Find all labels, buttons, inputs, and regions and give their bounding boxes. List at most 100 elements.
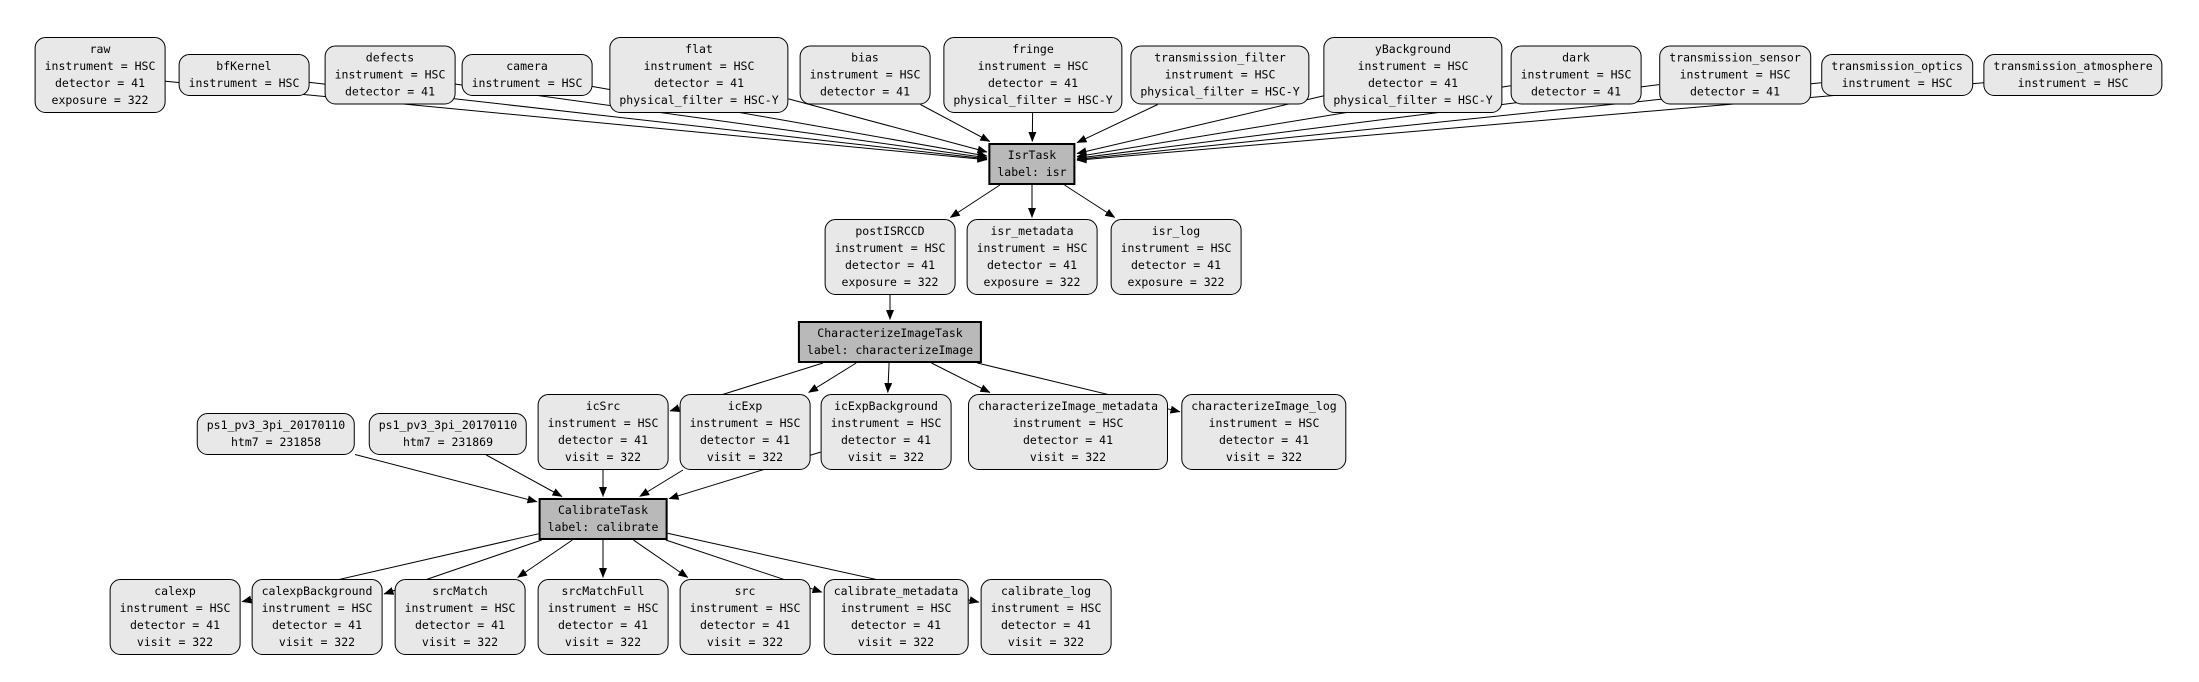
node-attribute: visit = 322 (136, 635, 214, 649)
node-attribute: detector = 41 (850, 618, 941, 632)
node-attribute: detector = 41 (1689, 84, 1780, 99)
node-attribute: instrument = HSC (471, 76, 583, 90)
node-title: transmission_filter (1154, 50, 1286, 65)
node-attribute: instrument = HSC (689, 416, 801, 430)
node-attribute: detector = 41 (1130, 258, 1221, 272)
node-title: characterizeImage_log (1191, 399, 1337, 413)
node-title: fringe (1012, 42, 1054, 56)
edge-characterizeImage-to-icExpBackground (884, 362, 893, 393)
node-title: bias (851, 50, 879, 65)
node-attribute: physical_filter = HSC-Y (953, 93, 1113, 107)
node-attribute: instrument = HSC (1208, 416, 1320, 430)
node-attribute: instrument = HSC (1679, 67, 1791, 82)
node-title: dark (1562, 50, 1590, 65)
edge-calibrate-to-src (633, 539, 689, 578)
node-attribute: detector = 41 (54, 76, 145, 90)
dataset-node-transmission_filter: transmission_filter instrument = HSC physi… (1130, 45, 1310, 105)
node-title: calexp (154, 584, 196, 598)
node-attribute: visit = 322 (1225, 450, 1303, 464)
node-title: ps1_pv3_3pi_20170110 (206, 418, 346, 432)
node-title: isr_metadata (990, 224, 1074, 238)
node-attribute: detector = 41 (557, 433, 648, 447)
node-title: calexpBackground (261, 584, 373, 598)
node-title: characterizeImage_metadata (977, 399, 1159, 413)
node-attribute: physical_filter = HSC-Y (1140, 84, 1300, 99)
node-attribute: detector = 41 (129, 618, 220, 632)
edge-isr-to-postISRCCD (949, 184, 1001, 218)
node-attribute: instrument = HSC (834, 241, 946, 255)
node-attribute: instrument = HSC (990, 601, 1102, 615)
node-attribute: visit = 322 (847, 450, 925, 464)
node-title: srcMatchFull (561, 584, 645, 598)
node-attribute: exposure = 322 (1127, 275, 1225, 289)
node-attribute: instrument = HSC (44, 59, 156, 73)
node-attribute: physical_filter = HSC-Y (619, 93, 779, 107)
node-attribute: visit = 322 (1029, 450, 1107, 464)
node-attribute: detector = 41 (1218, 433, 1309, 447)
node-attribute: instrument = HSC (261, 601, 373, 615)
node-attribute: htm7 = 231869 (402, 435, 494, 449)
edge-isr-to-isr_log (1064, 184, 1116, 218)
node-attribute: detector = 41 (1530, 84, 1621, 99)
node-attribute: visit = 322 (706, 450, 784, 464)
node-attribute: instrument = HSC (547, 601, 659, 615)
node-attribute: instrument = HSC (1012, 416, 1124, 430)
node-attribute: detector = 41 (557, 618, 648, 632)
node-title: transmission_optics (1831, 59, 1963, 73)
node-attribute: instrument = HSC (334, 67, 446, 82)
node-attribute: detector = 41 (271, 618, 362, 632)
dataset-node-srcMatchFull: srcMatchFull instrument = HSC detector = 4… (537, 579, 669, 655)
node-attribute: instrument = HSC (119, 601, 231, 615)
node-attribute: visit = 322 (278, 635, 356, 649)
node-attribute: exposure = 322 (51, 93, 149, 107)
node-title: CharacterizeImageTask (817, 326, 963, 340)
node-attribute: instrument = HSC (689, 601, 801, 615)
node-title: icExpBackground (834, 399, 938, 413)
node-attribute: label: characterizeImage (806, 343, 974, 357)
node-title: IsrTask (1007, 148, 1057, 162)
node-attribute: visit = 322 (1007, 635, 1085, 649)
node-title: camera (506, 59, 548, 73)
dataset-node-calexp: calexp instrument = HSC detector = 41 visit… (109, 579, 241, 655)
dataset-node-characterizeImage_metadata: characterizeImage_metadata instrument = H… (967, 394, 1169, 470)
node-attribute: instrument = HSC (830, 416, 942, 430)
node-title: yBackground (1374, 42, 1452, 56)
node-attribute: exposure = 322 (841, 275, 939, 289)
node-attribute: detector = 41 (1000, 618, 1091, 632)
node-title: CalibrateTask (557, 503, 648, 517)
node-attribute: instrument = HSC (1164, 67, 1276, 82)
node-attribute: instrument = HSC (1841, 76, 1953, 90)
task-node-characterizeImage: CharacterizeImageTask label: characterize… (797, 321, 983, 363)
node-attribute: visit = 322 (706, 635, 784, 649)
node-title: ps1_pv3_3pi_20170110 (378, 418, 518, 432)
node-attribute: detector = 41 (819, 84, 910, 99)
node-attribute: instrument = HSC (1120, 241, 1232, 255)
node-attribute: visit = 322 (857, 635, 935, 649)
node-attribute: detector = 41 (987, 76, 1078, 90)
node-title: isr_log (1151, 224, 1201, 238)
node-title: defects (365, 50, 415, 65)
node-attribute: instrument = HSC (2017, 76, 2129, 90)
edge-icExp-to-calibrate (639, 469, 684, 497)
node-title: calibrate_metadata (833, 584, 959, 598)
node-attribute: detector = 41 (653, 76, 744, 90)
node-title: flat (685, 42, 713, 56)
node-title: bfKernel (216, 59, 272, 73)
node-attribute: detector = 41 (1367, 76, 1458, 90)
node-attribute: instrument = HSC (1357, 59, 1469, 73)
